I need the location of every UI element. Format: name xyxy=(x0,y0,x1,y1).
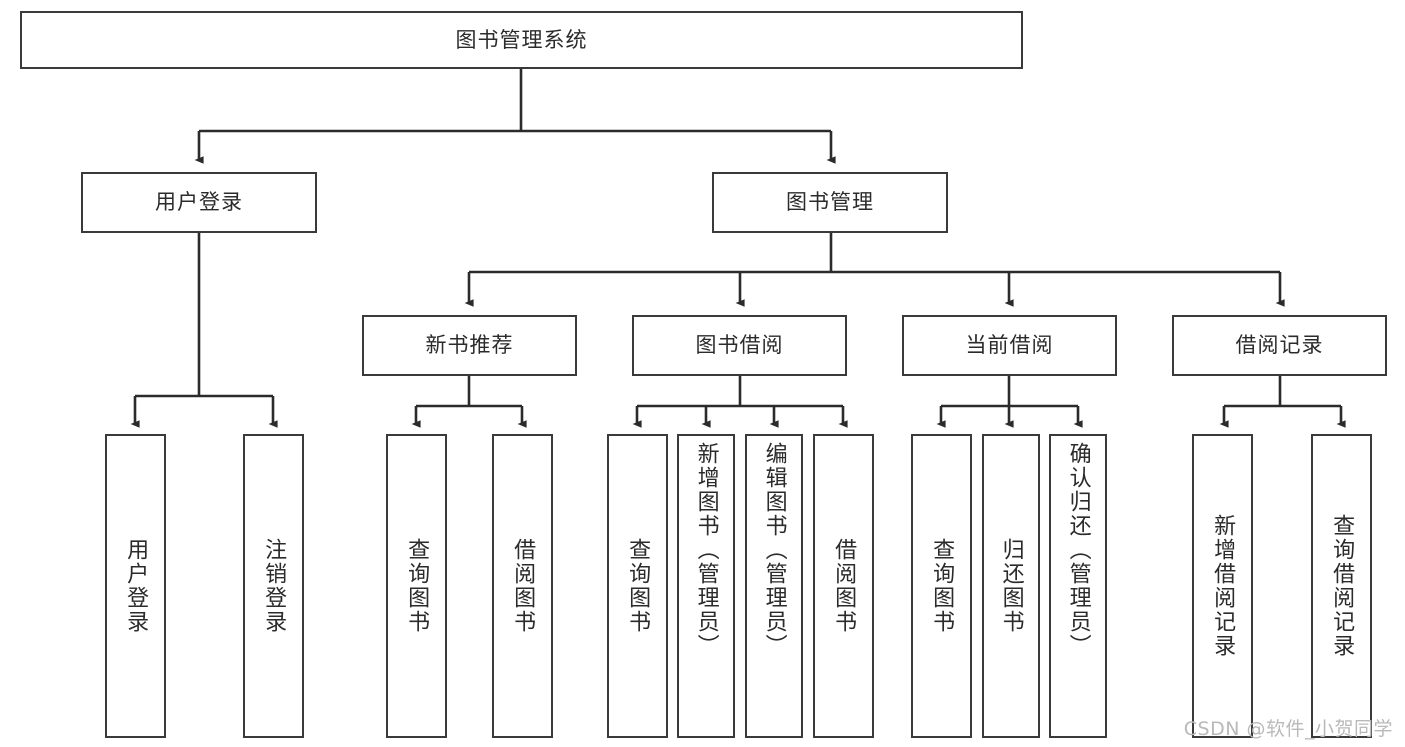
node-label: 用户登录 xyxy=(155,190,243,215)
leaf-borrow-borrow-book[interactable]: 借阅图书 xyxy=(813,434,874,738)
node-root-system[interactable]: 图书管理系统 xyxy=(20,11,1023,69)
node-label: 图书借阅 xyxy=(695,333,784,358)
node-label: 确认归还（管理员） xyxy=(1065,442,1091,658)
leaf-current-query-book[interactable]: 查询图书 xyxy=(911,434,972,738)
node-label: 新增借阅记录 xyxy=(1210,514,1236,658)
node-label: 图书管理系统 xyxy=(455,27,588,52)
node-label: 注销登录 xyxy=(261,538,287,634)
leaf-record-add-record[interactable]: 新增借阅记录 xyxy=(1192,434,1253,738)
node-new-book-recommend[interactable]: 新书推荐 xyxy=(362,315,577,376)
node-label: 查询借阅记录 xyxy=(1329,514,1355,658)
leaf-borrow-add-book-admin[interactable]: 新增图书（管理员） xyxy=(677,434,735,738)
node-label: 借阅图书 xyxy=(831,538,857,634)
node-user-login[interactable]: 用户登录 xyxy=(81,172,317,233)
node-label: 查询图书 xyxy=(929,538,955,634)
node-label: 新增图书（管理员） xyxy=(693,442,719,658)
node-label: 借阅记录 xyxy=(1235,333,1324,358)
leaf-recommend-query-book[interactable]: 查询图书 xyxy=(386,434,447,738)
node-label: 查询图书 xyxy=(404,538,430,634)
node-label: 查询图书 xyxy=(625,538,651,634)
leaf-record-query-record[interactable]: 查询借阅记录 xyxy=(1311,434,1372,738)
node-label: 编辑图书（管理员） xyxy=(761,442,787,658)
leaf-current-confirm-return-admin[interactable]: 确认归还（管理员） xyxy=(1049,434,1107,738)
node-label: 借阅图书 xyxy=(510,538,536,634)
node-label: 图书管理 xyxy=(786,190,874,215)
node-book-borrow[interactable]: 图书借阅 xyxy=(632,315,847,376)
node-label: 新书推荐 xyxy=(425,333,514,358)
node-current-borrow[interactable]: 当前借阅 xyxy=(902,315,1117,376)
leaf-borrow-edit-book-admin[interactable]: 编辑图书（管理员） xyxy=(745,434,803,738)
leaf-user-login[interactable]: 用户登录 xyxy=(105,434,166,738)
watermark: CSDN @软件_小贺同学 xyxy=(1183,718,1393,740)
node-book-management[interactable]: 图书管理 xyxy=(712,172,948,233)
node-label: 归还图书 xyxy=(998,538,1024,634)
node-label: 当前借阅 xyxy=(965,333,1054,358)
leaf-recommend-borrow-book[interactable]: 借阅图书 xyxy=(492,434,553,738)
node-label: 用户登录 xyxy=(123,538,149,634)
leaf-current-return-book[interactable]: 归还图书 xyxy=(982,434,1040,738)
node-borrow-record[interactable]: 借阅记录 xyxy=(1172,315,1387,376)
leaf-user-logout[interactable]: 注销登录 xyxy=(243,434,304,738)
leaf-borrow-query-book[interactable]: 查询图书 xyxy=(607,434,668,738)
